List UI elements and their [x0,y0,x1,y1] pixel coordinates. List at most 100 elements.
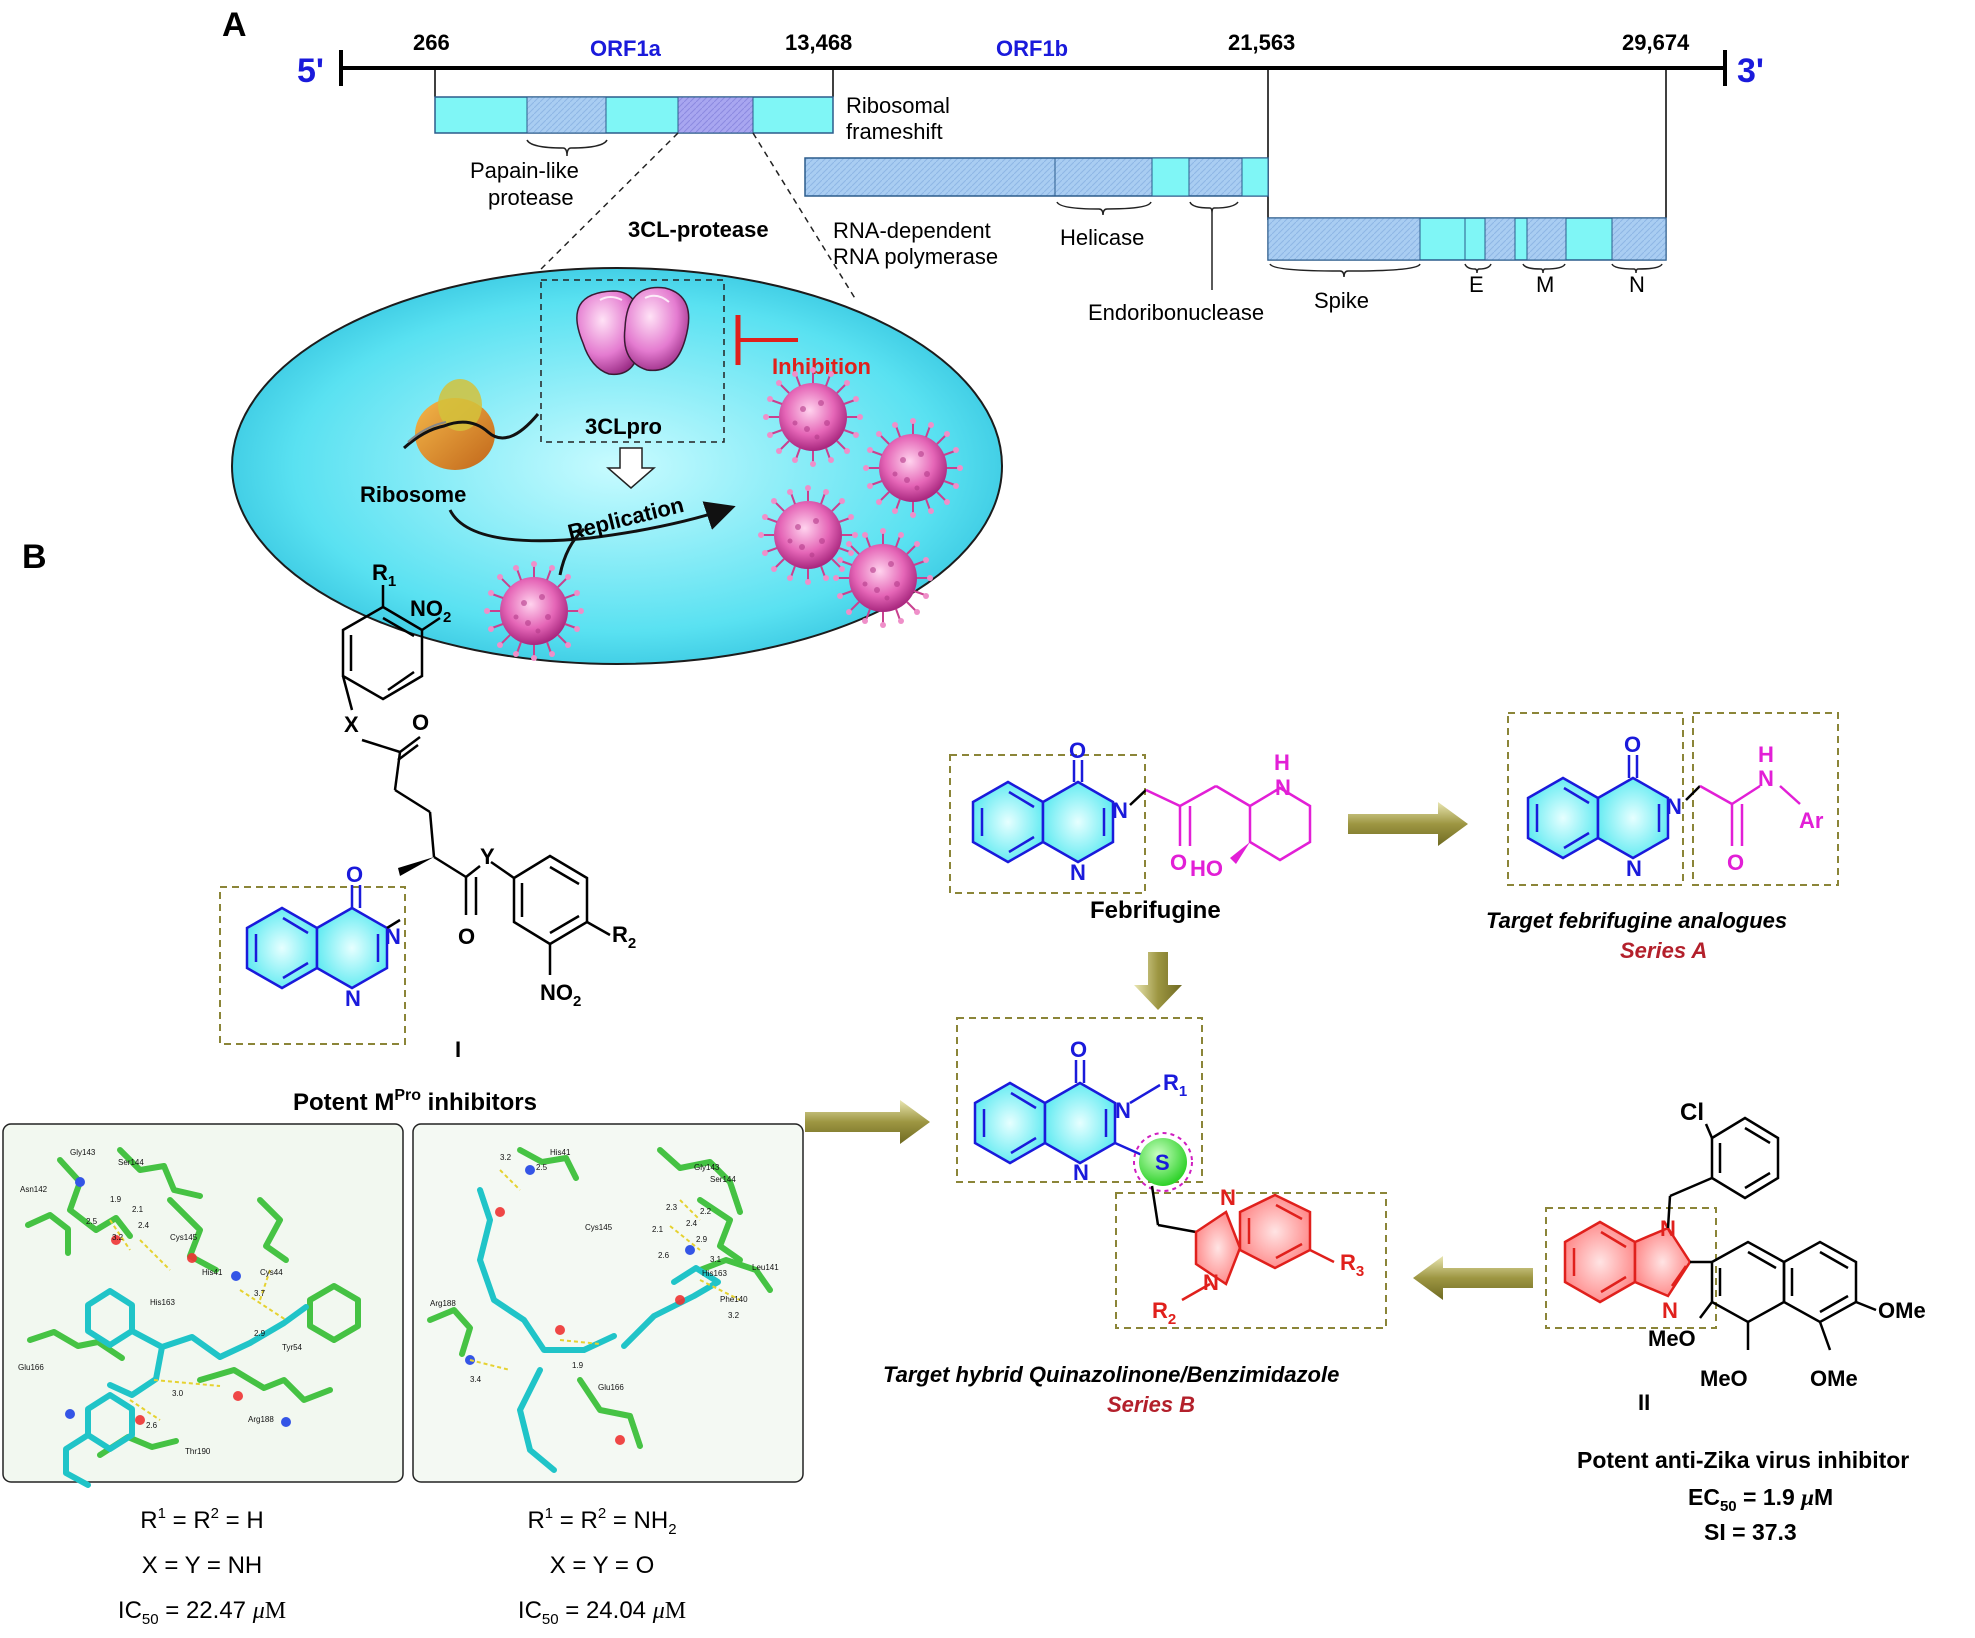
ribosome-label: Ribosome [360,482,466,507]
helicase-brace [1056,201,1152,216]
spike-brace [1269,263,1421,278]
svg-text:2.9: 2.9 [696,1235,708,1244]
position-13468: 13,468 [785,30,852,55]
r2-label: R2 [612,922,636,952]
panel-a-label: A [222,6,247,44]
svg-text:2.2: 2.2 [700,1207,712,1216]
quinazolinone-box-i [219,886,406,1045]
meo-label-1: MeO [1648,1326,1696,1351]
target-febrifugine-label: Target febrifugine analogues [1486,908,1787,933]
febrifugine-nh: N [1275,775,1291,800]
no2-top-label: NO2 [410,596,451,626]
rdrp-label-1: RNA-dependent [833,218,991,243]
compound-ii-benzimidazole [1563,1220,1712,1304]
svg-text:Asn142: Asn142 [20,1185,48,1194]
ch2-linker-2 [1157,1223,1197,1234]
zika-label: Potent anti-Zika virus inhibitor [1577,1447,1909,1473]
series-a-label: Series A [1620,938,1707,963]
quinazolinone-n3-i: N [385,924,401,949]
svg-text:2.4: 2.4 [686,1219,698,1228]
position-29674: 29,674 [1622,30,1690,55]
series-a-o: O [1624,732,1641,757]
series-a-ar: Ar [1799,808,1824,833]
series-b-quinazolinone [973,1060,1161,1165]
svg-text:3.4: 3.4 [470,1375,482,1384]
series-b-r2: R2 [1152,1298,1176,1328]
febrifugine-n3: N [1112,798,1128,823]
svg-text:2.5: 2.5 [86,1217,98,1226]
series-a-carbonyl-o: O [1727,850,1744,875]
carbonyl-o-label-1: O [412,710,429,735]
orf1a-bar [434,96,834,134]
series-b-benzimidazole-box [1115,1192,1387,1329]
docking-panel-1 [2,1123,404,1488]
target-hybrid-label: Target hybrid Quinazolinone/Benzimidazol… [883,1362,1339,1387]
virus-particle [762,366,864,468]
orf1b-label: ORF1b [996,36,1068,61]
series-b-benzimidazole-n3: N [1220,1185,1236,1210]
svg-text:X = Y = NH: X = Y = NH [142,1552,263,1579]
docking-panel-2 [412,1123,804,1483]
cl-protease-label: 3CL-protease [628,217,769,242]
n-brace [1611,263,1663,274]
docking-panel-1-distances: 1.9 2.1 2.5 2.4 3.2 3.7 2.9 3.0 2.6 [86,1195,266,1430]
svg-text:3.0: 3.0 [172,1389,184,1398]
sulfur-label: S [1155,1150,1170,1175]
e-label: E [1469,272,1484,297]
position-266: 266 [413,30,450,55]
febrifugine-quinazolinone-box [949,754,1146,894]
sulfur-atom [1139,1138,1187,1186]
series-a-n1: N [1626,856,1642,881]
frameshift-label: frameshift [846,119,943,144]
replication-arrow [448,501,736,543]
febrifugine-o: O [1069,738,1086,763]
papain-brace [526,139,608,157]
svg-text:Phe140: Phe140 [720,1295,748,1304]
compound-i-structure [341,585,611,975]
svg-text:3.2: 3.2 [500,1153,512,1162]
series-b-quinazolinone-box [956,1017,1203,1183]
svg-text:His41: His41 [202,1268,223,1277]
docking-panel-2-distances: 3.2 2.5 2.3 2.2 2.1 2.4 2.9 2.6 3.1 3.2 … [470,1153,740,1384]
svg-text:1.9: 1.9 [110,1195,122,1204]
series-b-n1: N [1073,1160,1089,1185]
svg-text:IC50 = 22.47 μM: IC50 = 22.47 μM [118,1597,286,1628]
no2-bottom-label: NO2 [540,980,581,1010]
n-label: N [1629,272,1645,297]
genome-drop-lines [434,68,1667,220]
svg-text:IC50 = 24.04 μM: IC50 = 24.04 μM [518,1597,686,1628]
orf1a-label: ORF1a [590,36,662,61]
svg-text:Leu141: Leu141 [752,1263,779,1272]
svg-text:1.9: 1.9 [572,1361,584,1370]
febrifugine-n1: N [1070,860,1086,885]
quinazolinone-o-i: O [346,862,363,887]
svg-text:Glu166: Glu166 [18,1363,44,1372]
docking-panel-2-residues: His41 Gly143 Ser144 Cys145 His163 Leu141… [430,1148,779,1392]
ome-label-2: OMe [1810,1366,1858,1391]
series-a-quinazolinone-box [1507,712,1684,886]
svg-text:3.2: 3.2 [112,1233,124,1242]
svg-text:Ser144: Ser144 [118,1158,144,1167]
compound-ii-n1: N [1660,1216,1676,1241]
x-label: X [344,712,359,737]
zoom-line-left [529,132,679,281]
docking-panel-1-residues: Gly143 Ser144 Asn142 Cys145 His41 Cys44 … [18,1148,303,1456]
docking-caption-1: R1 = R2 = H X = Y = NH IC50 = 22.47 μM [118,1505,286,1628]
arrow-to-series-b [805,1100,930,1144]
helicase-label: Helicase [1060,225,1144,250]
e-brace [1464,263,1492,274]
svg-text:Thr190: Thr190 [185,1447,211,1456]
docking-caption-2: R1 = R2 = NH2 X = Y = O IC50 = 24.04 μM [518,1505,686,1628]
orf1b-bar [804,157,1269,197]
ec50-label: EC50 = 1.9 μM [1688,1484,1833,1515]
compound-i-label: I [455,1037,461,1062]
svg-text:X = Y = O: X = Y = O [550,1552,655,1579]
svg-text:2.9: 2.9 [254,1329,266,1338]
hollow-down-arrow [605,447,657,489]
svg-text:2.4: 2.4 [138,1221,150,1230]
svg-text:Ser144: Ser144 [710,1175,736,1184]
virus-particle [483,560,585,662]
series-b-benzimidazole-n1: N [1203,1270,1219,1295]
arrow-from-zika [1413,1256,1533,1300]
m-brace [1522,263,1566,274]
